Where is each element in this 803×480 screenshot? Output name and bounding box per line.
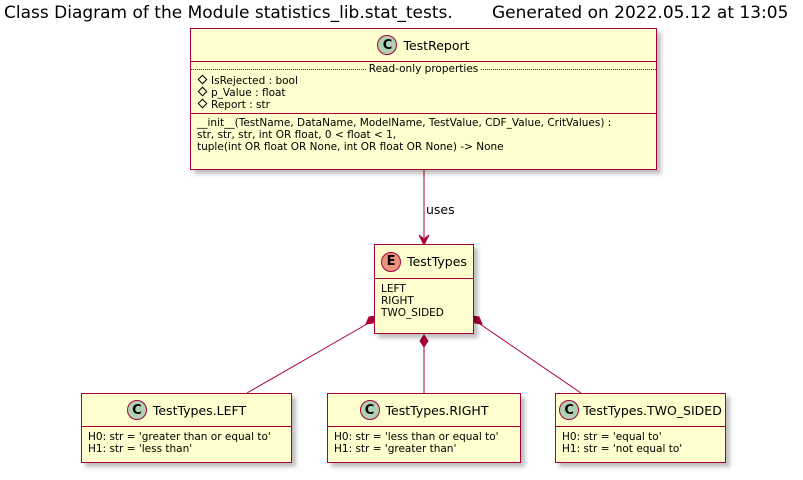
enum-name: TestTypes xyxy=(407,254,467,269)
field-line: H1: str = 'not equal to' xyxy=(562,443,683,455)
property-row: IsRejected : bool xyxy=(197,74,650,87)
class-name: TestReport xyxy=(403,37,470,53)
uses-arrow-head xyxy=(418,234,430,247)
class-stereotype-icon: C xyxy=(359,400,380,420)
class-name: TestTypes.TWO_SIDED xyxy=(583,402,722,418)
methods-section: __init__(TestName, DataName, ModelName, … xyxy=(191,114,656,155)
class-header: C TestTypes.TWO_SIDED xyxy=(556,394,725,427)
enum-value: TWO_SIDED xyxy=(381,307,444,319)
class-test-types-right[interactable]: C TestTypes.RIGHT H0: str = 'less than o… xyxy=(327,393,521,463)
class-header: C TestTypes.RIGHT xyxy=(328,394,520,427)
diagram-title: Class Diagram of the Module statistics_l… xyxy=(4,3,453,23)
field-line: H1: str = 'less than' xyxy=(88,443,193,455)
composition-left-line xyxy=(246,319,375,394)
class-test-report[interactable]: C TestReport Read-only properties IsReje… xyxy=(190,28,657,170)
field-line: H0: str = 'greater than or equal to' xyxy=(88,431,271,443)
field-line: H1: str = 'greater than' xyxy=(334,443,457,455)
enum-values: LEFT RIGHT TWO_SIDED xyxy=(375,279,473,321)
class-name: TestTypes.LEFT xyxy=(152,402,247,418)
class-stereotype-icon: C xyxy=(559,400,580,420)
method-line: __init__(TestName, DataName, ModelName, … xyxy=(197,117,612,129)
composition-two-sided-line xyxy=(473,319,582,394)
enum-value: RIGHT xyxy=(381,295,414,307)
composition-right-diamond xyxy=(419,334,429,348)
class-header: C TestReport xyxy=(191,29,656,62)
section-label: Read-only properties xyxy=(366,63,481,75)
method-line: tuple(int OR float OR None, int OR float… xyxy=(197,141,504,153)
class-stereotype-icon: C xyxy=(126,400,147,420)
method-line: str, str, str, int OR float, 0 < float <… xyxy=(197,129,397,141)
fields-section: H0: str = 'equal to' H1: str = 'not equa… xyxy=(556,427,725,457)
class-test-types-two-sided[interactable]: C TestTypes.TWO_SIDED H0: str = 'equal t… xyxy=(555,393,726,463)
protected-diamond-icon xyxy=(197,98,208,109)
class-test-types-left[interactable]: C TestTypes.LEFT H0: str = 'greater than… xyxy=(81,393,292,463)
enum-header: E TestTypes xyxy=(375,245,473,279)
class-header: C TestTypes.LEFT xyxy=(82,394,291,427)
section-separator: Read-only properties xyxy=(191,63,656,75)
composition-two-sided-diamond xyxy=(471,315,483,325)
field-line: H0: str = 'less than or equal to' xyxy=(334,431,499,443)
class-stereotype-icon: C xyxy=(377,35,398,55)
enum-stereotype-icon: E xyxy=(381,251,402,272)
protected-diamond-icon xyxy=(197,86,208,97)
protected-diamond-icon xyxy=(197,74,208,85)
property-row: p_Value : float xyxy=(197,86,650,99)
class-name: TestTypes.RIGHT xyxy=(385,402,489,418)
section-divider xyxy=(191,113,656,114)
fields-section: H0: str = 'greater than or equal to' H1:… xyxy=(82,427,291,457)
property-row: Report : str xyxy=(197,98,650,111)
enum-value: LEFT xyxy=(381,283,406,295)
properties-section: IsRejected : bool p_Value : float Report… xyxy=(191,74,656,113)
fields-section: H0: str = 'less than or equal to' H1: st… xyxy=(328,427,520,457)
enum-test-types[interactable]: E TestTypes LEFT RIGHT TWO_SIDED xyxy=(374,244,474,334)
field-line: H0: str = 'equal to' xyxy=(562,431,662,443)
generated-timestamp: Generated on 2022.05.12 at 13:05 xyxy=(492,3,789,23)
uses-label: uses xyxy=(426,202,455,217)
